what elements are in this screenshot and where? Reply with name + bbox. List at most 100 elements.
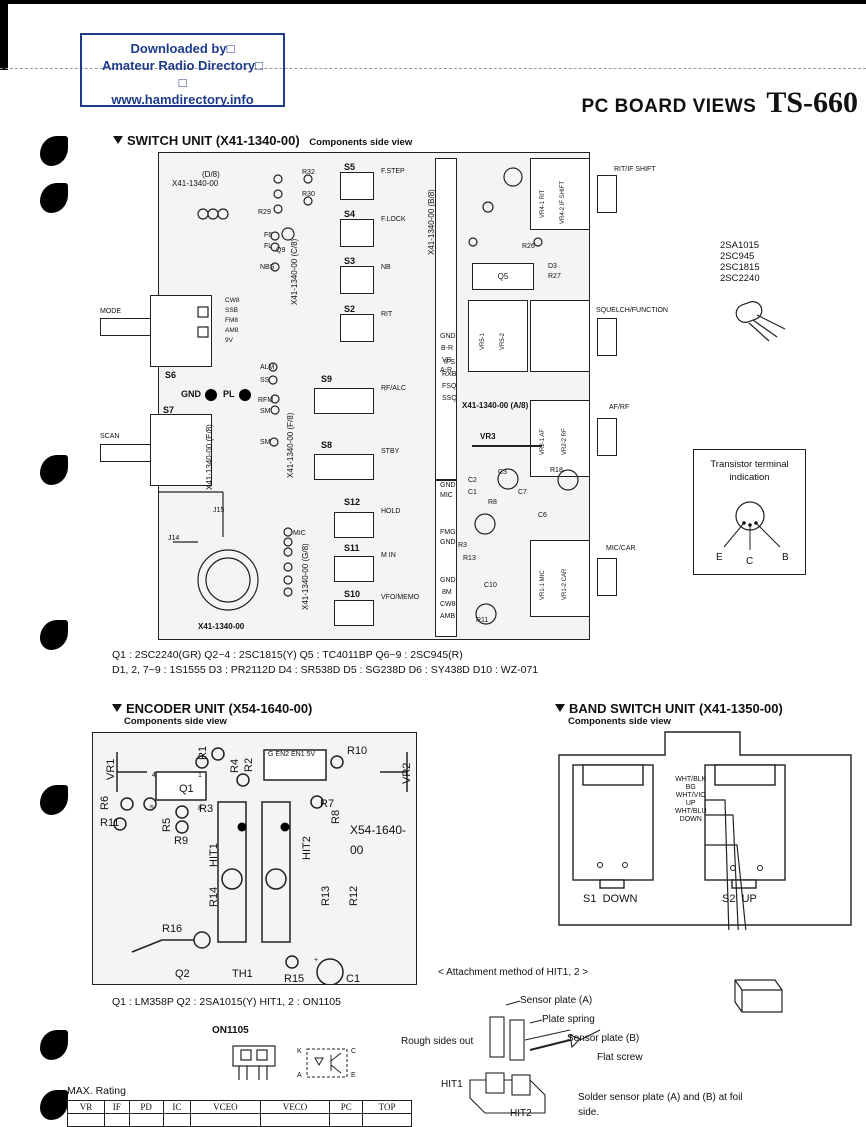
svg-text:F6: F6	[264, 232, 272, 239]
flat-screw-label: Flat screw	[597, 1052, 643, 1063]
registration-mark	[40, 785, 68, 815]
transistor-type: 2SC2240	[720, 273, 760, 284]
switch-label: RF/ALC	[381, 385, 406, 392]
switch-label: M IN	[381, 552, 396, 559]
on1105-package-icon	[232, 1045, 276, 1080]
s6-label: S6	[165, 370, 177, 380]
transistor-terminal-box: Transistor terminal indication E C B	[693, 449, 806, 575]
vr3-bar	[472, 445, 542, 447]
header-rule	[0, 68, 866, 70]
left-border	[0, 0, 8, 70]
transistor-type: 2SC1815	[720, 262, 760, 273]
stamp-line: Amateur Radio Directory□	[101, 58, 263, 73]
max-rating-table: VR IF PD IC VCEO VECO PC TOP	[67, 1100, 412, 1127]
switch-s3[interactable]	[340, 266, 374, 294]
terminal-title: Transistor terminal indication	[710, 459, 789, 483]
mic-car-shaft[interactable]	[597, 558, 617, 596]
s7-label: S7	[163, 405, 175, 415]
registration-mark	[40, 1090, 68, 1120]
band-switch-board	[558, 731, 852, 930]
svg-text:R27: R27	[548, 273, 561, 280]
pl-pad	[239, 389, 251, 401]
svg-text:AMB: AMB	[440, 613, 456, 620]
model-name: TS-660	[766, 86, 858, 119]
transistor-type: 2SA1015	[720, 240, 760, 251]
switch-s8[interactable]	[314, 454, 374, 480]
svg-text:R30: R30	[302, 191, 315, 198]
terminal-c: C	[746, 556, 754, 567]
switch-s5[interactable]	[340, 172, 374, 200]
encoder-note: Q1 : LM358P Q2 : 2SA1015(Y) HIT1, 2 : ON…	[112, 996, 341, 1008]
svg-text:C1: C1	[346, 973, 360, 985]
transistor-package-icon	[735, 301, 786, 342]
svg-text:C1: C1	[468, 489, 477, 496]
svg-text:NBS: NBS	[260, 264, 275, 271]
svg-text:K: K	[297, 1048, 302, 1055]
svg-text:R26: R26	[522, 243, 535, 250]
switch-id: S3	[344, 256, 356, 266]
on1105-label: ON1105	[212, 1025, 249, 1036]
svg-text:Q2: Q2	[175, 968, 190, 980]
switch-s11[interactable]	[334, 556, 374, 582]
triangle-icon	[112, 704, 122, 712]
af-rf-shaft[interactable]	[597, 418, 617, 456]
svg-text:R3: R3	[458, 542, 467, 549]
svg-text:C10: C10	[484, 582, 497, 589]
switch-s12[interactable]	[334, 512, 374, 538]
switch-s9[interactable]	[314, 388, 374, 414]
stamp-link[interactable]: www.hamdirectory.info	[111, 92, 254, 107]
pl-label: PL	[223, 389, 235, 399]
svg-text:R2: R2	[243, 758, 255, 772]
mode-label: MODE	[100, 308, 121, 315]
switch-s2[interactable]	[340, 314, 374, 342]
rit-pot	[530, 158, 590, 230]
svg-text:D3: D3	[548, 263, 557, 270]
svg-text:RXB: RXB	[442, 371, 457, 378]
plate-spring-label: Plate spring	[542, 1014, 595, 1025]
encoder-board-label: X54-1640-00	[350, 823, 407, 857]
band-connector-icon	[734, 979, 783, 1013]
switch-unit-subtitle: Components side view	[309, 137, 413, 148]
attachment-title: < Attachment method of HIT1, 2 >	[438, 967, 589, 978]
svg-text:R4: R4	[229, 759, 241, 773]
hit2-label: HIT2	[510, 1108, 532, 1119]
switch-label: STBY	[381, 448, 400, 455]
wire-label: WHT/BLU	[675, 808, 707, 815]
switch-id: S12	[344, 497, 361, 507]
transistor-type: 2SC945	[720, 251, 755, 262]
svg-text:C: C	[351, 1048, 356, 1055]
svg-text:C2: C2	[468, 477, 477, 484]
switch-id: S10	[344, 589, 361, 599]
mode-pin: 9V	[225, 337, 233, 344]
mic-car-label: MIC/CAR	[606, 545, 636, 552]
switch-id: S5	[344, 162, 356, 172]
svg-text:R13: R13	[463, 555, 476, 562]
switch-s4[interactable]	[340, 219, 374, 247]
svg-text:R11: R11	[100, 817, 119, 829]
scan-knob-shaft[interactable]	[100, 444, 154, 462]
mode-pin: AM8	[225, 327, 239, 334]
table-header: PD	[128, 1100, 164, 1114]
transistor-type-list: 2SA1015 2SC945 2SC1815 2SC2240	[720, 240, 760, 284]
switch-s10[interactable]	[334, 600, 374, 626]
svg-text:RFM: RFM	[258, 397, 273, 404]
mode-knob-shaft[interactable]	[100, 318, 154, 336]
squelch-function-label: SQUELCH/FUNCTION	[596, 307, 668, 314]
rit-shaft[interactable]	[597, 175, 617, 213]
svg-text:5: 5	[150, 805, 154, 812]
connector-strip	[435, 480, 457, 637]
svg-text:+: +	[314, 957, 318, 964]
svg-text:R8: R8	[488, 499, 497, 506]
svg-text:R6: R6	[99, 796, 111, 810]
svg-text:B-R: B-R	[441, 345, 453, 352]
svg-text:E: E	[351, 1072, 356, 1079]
ic-pin: G	[268, 751, 274, 758]
switch-note: Q1 : 2SC2240(GR) Q2~4 : 2SC1815(Y) Q5 : …	[112, 649, 463, 661]
svg-text:MIC: MIC	[293, 530, 306, 537]
attachment-note: Solder sensor plate (A) and (B) at foil …	[578, 1092, 743, 1118]
s1-down-label: S1 DOWN	[583, 893, 638, 905]
squelch-shaft[interactable]	[597, 318, 617, 356]
svg-text:SM: SM	[260, 408, 271, 415]
